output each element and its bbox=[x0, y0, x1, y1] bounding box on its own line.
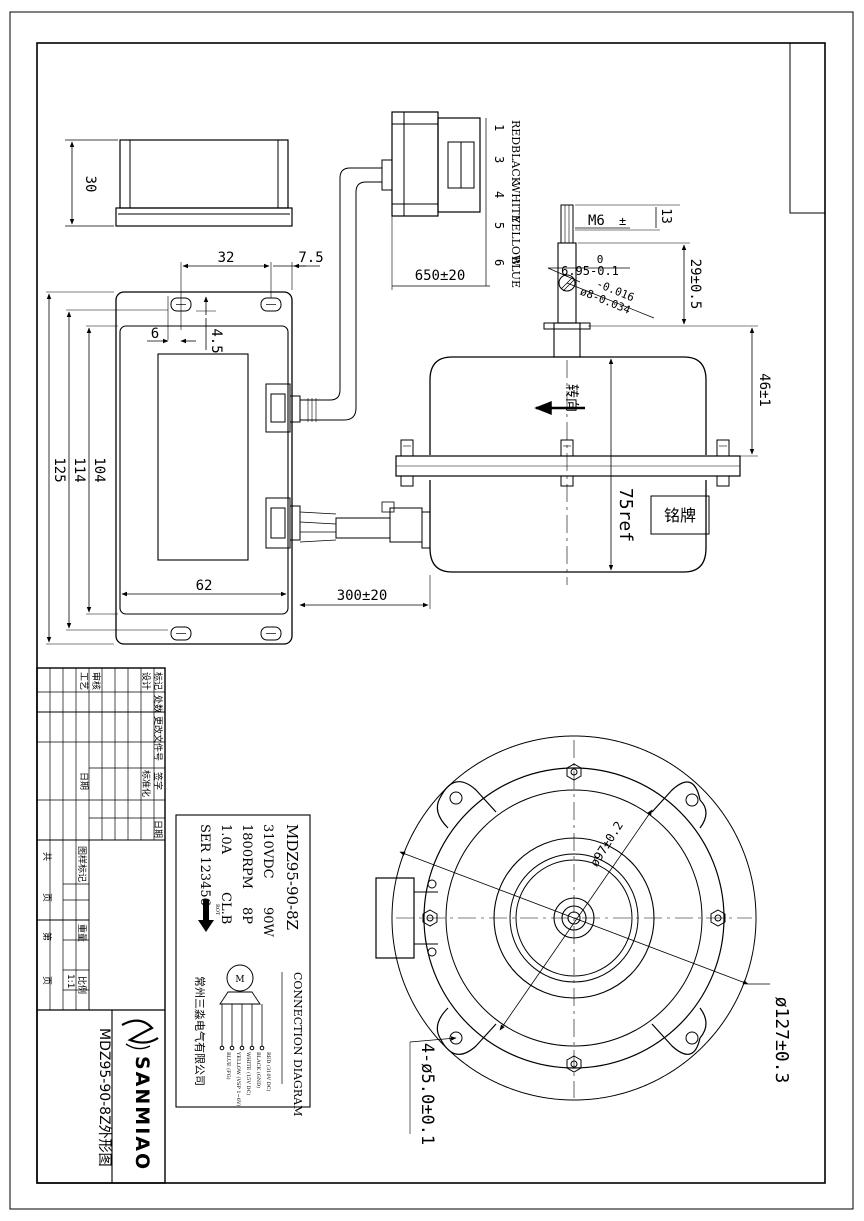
dim-shaft-length: 29±0.5 bbox=[687, 259, 703, 310]
dim-bolt-circle: ø97±0.2 bbox=[587, 819, 626, 869]
title-block bbox=[36, 667, 166, 1184]
tb-drawing-title: MDZ95-90-8Z外形图 bbox=[96, 1028, 112, 1167]
tb-change-doc: 更改文件号 bbox=[152, 716, 164, 761]
tb-scale-label: 比例 bbox=[76, 976, 88, 994]
pin-numbers: 1 3 4 5 6 bbox=[492, 124, 506, 266]
nameplate-label: 铭牌 bbox=[664, 506, 696, 525]
dim-edge: 7.5 bbox=[298, 250, 323, 266]
np-voltage: 310VDC bbox=[260, 824, 275, 879]
np-rot: ROT bbox=[214, 904, 220, 916]
np-insulation: CL.B bbox=[218, 892, 233, 924]
tb-standard: 标准化 bbox=[140, 770, 152, 797]
dim-mid-length: 114 bbox=[71, 457, 87, 482]
tb-total: 共 bbox=[41, 852, 52, 861]
np-wire-red: RED (310V DC) bbox=[265, 1052, 272, 1092]
np-speed: 1800RPM bbox=[239, 824, 254, 889]
np-current: 1.0A bbox=[218, 824, 233, 855]
dim-outer-diameter: ø127±0.3 bbox=[771, 997, 792, 1084]
tb-brand: SANMIAO bbox=[131, 1056, 153, 1171]
wire-yellow: YELLOW bbox=[509, 215, 522, 267]
dim-flat-tol: 0 bbox=[597, 253, 604, 266]
corner-tab bbox=[789, 43, 825, 214]
dim-thread-length: 13 bbox=[658, 208, 673, 224]
nameplate-sample bbox=[175, 814, 311, 1108]
motor-side-view bbox=[291, 204, 758, 609]
tb-total-page: 页 bbox=[41, 893, 52, 902]
dim-holes: 4-ø5.0±0.1 bbox=[417, 1043, 437, 1145]
pin-3: 3 bbox=[492, 156, 506, 163]
dim-thread-mark: ± bbox=[619, 214, 626, 228]
dim-flat: 6.95-0.1 bbox=[561, 264, 619, 278]
inner-border bbox=[36, 42, 826, 1184]
signal-cable bbox=[300, 167, 382, 422]
rotation-label: 转向 bbox=[563, 384, 579, 412]
tb-sign: 签字 bbox=[152, 772, 164, 790]
dim-hole-small: 4.5 bbox=[208, 328, 224, 353]
wire-white: WHITE bbox=[509, 182, 522, 223]
tb-no: 第 bbox=[41, 932, 53, 941]
np-wire-labels: RED (310V DC) BLACK (GND) WHITE (15V DC)… bbox=[225, 1051, 272, 1107]
controller-side-view bbox=[65, 139, 293, 227]
np-motor-symbol: M bbox=[235, 975, 244, 985]
dim-controller-width: 62 bbox=[196, 578, 213, 594]
tb-weight-label: 重量 bbox=[76, 924, 88, 942]
wire-color-labels: RED BLACK WHITE YELLOW BLUE bbox=[509, 120, 522, 288]
pin-1: 1 bbox=[492, 124, 506, 131]
tb-date2: 日期 bbox=[78, 772, 89, 790]
wire-blue: BLUE bbox=[509, 256, 522, 288]
motor-front-view bbox=[375, 735, 770, 1134]
dim-hole-pitch: 32 bbox=[218, 250, 235, 266]
tb-no-page: 页 bbox=[41, 976, 52, 985]
dim-hole-offset: 6 bbox=[151, 326, 159, 342]
tb-scale-value: 1:1 bbox=[65, 974, 75, 988]
dim-body-height: 75ref bbox=[615, 488, 636, 542]
dim-inner-length: 104 bbox=[91, 457, 107, 482]
np-wire-yellow: YELLOW (VSP 1~6V) bbox=[235, 1051, 242, 1107]
dim-lead-length: 300±20 bbox=[337, 588, 388, 604]
dim-cable-length: 650±20 bbox=[415, 268, 466, 284]
np-serial: SER 123456 bbox=[197, 824, 212, 906]
controller-top-view bbox=[46, 262, 320, 645]
np-company: 常州三淼电气有限公司 bbox=[193, 976, 207, 1086]
tb-process: 工艺 bbox=[78, 672, 89, 690]
dim-mount-height: 46±1 bbox=[756, 373, 772, 407]
np-wire-black: BLACK (GND) bbox=[255, 1052, 262, 1088]
pin-4: 4 bbox=[492, 191, 506, 198]
pin-6: 6 bbox=[492, 259, 506, 266]
wire-black: BLACK bbox=[509, 145, 522, 186]
tb-mark: 标记 bbox=[152, 672, 164, 690]
np-wire-white: WHITE (15V DC) bbox=[245, 1052, 252, 1095]
title-block-labels: 标记 处数 更改文件号 签字 日期 设计 标准化 审核 工艺 日期 图样标记 重… bbox=[41, 672, 164, 994]
np-power: 90W bbox=[260, 907, 275, 938]
dim-controller-height: 30 bbox=[82, 176, 98, 193]
np-wire-blue: BLUE (FG) bbox=[225, 1052, 232, 1080]
np-poles: 8P bbox=[239, 907, 254, 924]
tb-review: 审核 bbox=[90, 672, 102, 690]
pin-5: 5 bbox=[492, 222, 506, 229]
wire-connector bbox=[381, 111, 490, 290]
dim-thread: M6 bbox=[588, 213, 605, 229]
np-diagram-title: CONNECTION DIAGRAM bbox=[291, 972, 304, 1116]
tb-count: 处数 bbox=[152, 695, 164, 713]
wire-red: RED bbox=[509, 120, 522, 145]
dim-outer-length: 125 bbox=[51, 457, 67, 482]
outer-border bbox=[9, 11, 854, 1210]
tb-design: 设计 bbox=[140, 672, 152, 690]
tb-date: 日期 bbox=[152, 820, 163, 838]
tb-stage-label: 图样标记 bbox=[76, 846, 88, 882]
np-model: MDZ95-90-8Z bbox=[283, 824, 301, 930]
